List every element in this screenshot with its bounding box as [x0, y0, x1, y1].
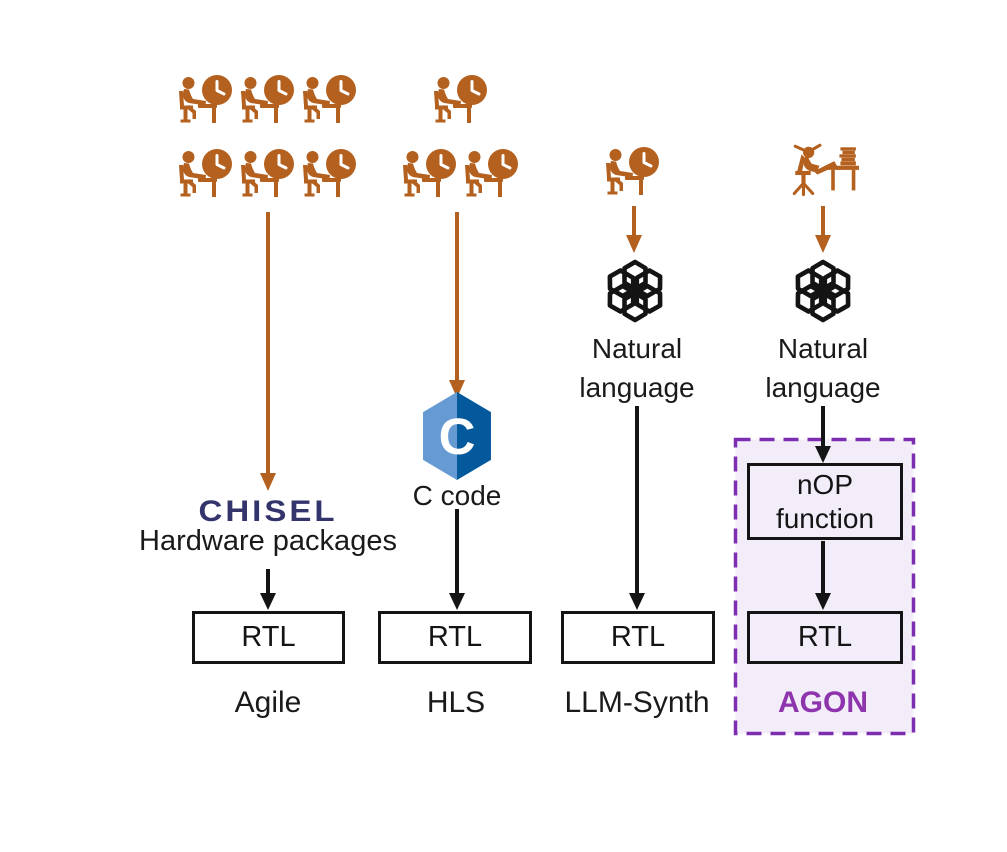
engineer-at-desk-icon	[238, 73, 300, 135]
c-code-label: C code	[412, 480, 502, 511]
flow-label-agon: AGON	[778, 686, 868, 719]
down-arrow-orange	[814, 206, 832, 253]
engineer-at-desk-icon	[603, 145, 665, 207]
natural-language-label: Natural language	[718, 329, 928, 407]
down-arrow-orange	[625, 206, 643, 253]
rtl-box-hls: RTL	[378, 611, 532, 664]
engineer-at-desk-icon	[462, 147, 524, 209]
engineer-at-desk-icon	[300, 147, 362, 209]
engineer-at-desk-icon	[431, 73, 493, 135]
natural-language-line1: Natural	[591, 333, 683, 364]
down-arrow-black	[814, 406, 832, 463]
rtl-box-agile: RTL	[192, 611, 345, 664]
natural-language-line2: language	[579, 372, 695, 403]
down-arrow-orange	[448, 212, 466, 398]
nop-line1: nOP	[796, 468, 854, 500]
relaxed-engineer-icon	[785, 143, 861, 205]
engineer-at-desk-icon	[176, 147, 238, 209]
down-arrow-black	[448, 509, 466, 610]
natural-language-line2: language	[765, 372, 881, 403]
rtl-box-agon: RTL	[747, 611, 903, 664]
down-arrow-black	[814, 541, 832, 610]
openai-llm-icon	[788, 256, 858, 326]
rtl-box-llm-synth: RTL	[561, 611, 715, 664]
nop-function-box: nOP function	[747, 463, 903, 540]
flow-label-llm-synth: LLM-Synth	[564, 686, 710, 719]
engineer-at-desk-icon	[176, 73, 238, 135]
down-arrow-black	[628, 406, 646, 610]
c-logo-letter: C	[439, 408, 476, 465]
engineer-at-desk-icon	[238, 147, 300, 209]
hardware-packages-label: Hardware packages	[139, 525, 397, 557]
down-arrow-orange	[259, 212, 277, 491]
natural-language-label: Natural language	[532, 329, 742, 407]
natural-language-line1: Natural	[777, 333, 869, 364]
chisel-logo: CHISEL	[198, 493, 338, 528]
engineer-at-desk-icon	[300, 73, 362, 135]
engineer-at-desk-icon	[400, 147, 462, 209]
down-arrow-black	[259, 569, 277, 610]
nop-line2: function	[775, 502, 875, 534]
flow-label-hls: HLS	[426, 686, 486, 719]
openai-llm-icon	[600, 256, 670, 326]
flow-label-agile: Agile	[234, 686, 302, 719]
c-language-logo-icon: C	[423, 392, 491, 480]
